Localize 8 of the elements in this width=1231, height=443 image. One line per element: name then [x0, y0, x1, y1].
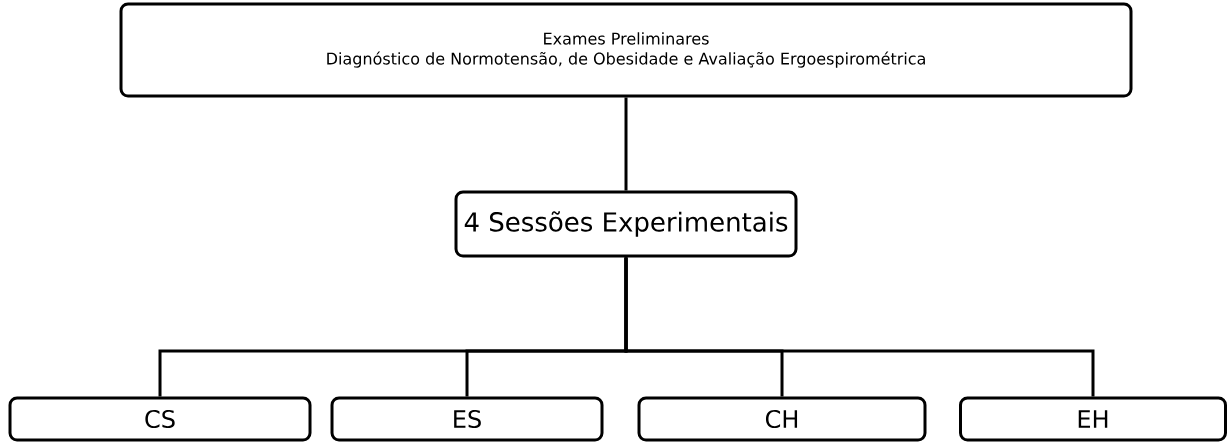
process-box: Exames Preliminares Diagnóstico de Normotensão, de Obesidade e Avaliação Ergoespirométrica — [119, 2, 1133, 98]
connector-line — [624, 97, 628, 191]
process-box: 4 Sessões Experimentais — [454, 190, 798, 258]
connector-line — [624, 257, 1095, 397]
process-box: EH — [959, 396, 1227, 442]
process-box: ES — [330, 396, 604, 442]
process-box: CS — [8, 396, 312, 442]
process-box: CH — [637, 396, 927, 442]
